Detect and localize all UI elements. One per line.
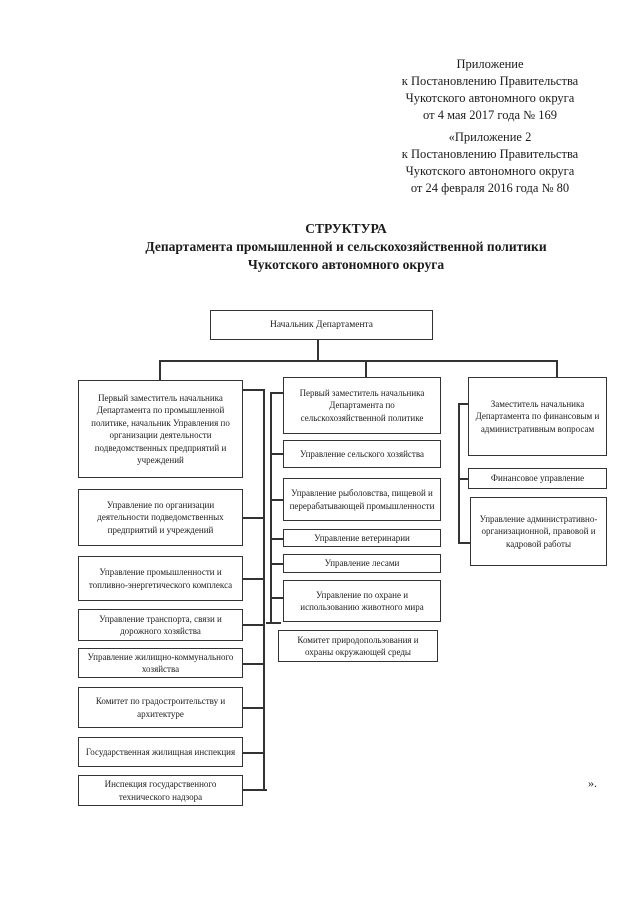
appendix-line: от 24 февраля 2016 года № 80	[410, 181, 570, 195]
box-administrative-legal-hr-department: Управление административно-организационн…	[470, 497, 607, 566]
appendix-line: Чукотского автономного округа	[405, 91, 575, 105]
connector-left-stub-8	[243, 789, 267, 791]
connector-right-stub-2	[458, 478, 469, 480]
appendix-line: к Постановлению Правительства	[401, 147, 579, 161]
connector-left-stub-4	[243, 624, 264, 626]
box-state-housing-inspection: Государственная жилищная инспекция	[78, 737, 243, 767]
box-department-head: Начальник Департамента	[210, 310, 433, 340]
box-transport-roads-department: Управление транспорта, связи и дорожного…	[78, 609, 243, 641]
box-subordinate-enterprises-department: Управление по организации деятельности п…	[78, 489, 243, 546]
connector-middle-stub-4	[270, 538, 284, 540]
connector-middle-spine-end	[266, 622, 281, 624]
box-deputy-finance-administrative: Заместитель начальника Департамента по ф…	[468, 377, 607, 456]
box-first-deputy-agricultural-policy: Первый заместитель начальника Департамен…	[283, 377, 441, 434]
box-first-deputy-industrial-policy: Первый заместитель начальника Департамен…	[78, 380, 243, 478]
box-forestry-department: Управление лесами	[283, 554, 441, 573]
box-fisheries-food-processing-department: Управление рыболовства, пищевой и перера…	[283, 478, 441, 521]
box-industry-fuel-energy-department: Управление промышленности и топливно-эне…	[78, 556, 243, 601]
connector-head-stem	[317, 340, 319, 361]
box-nature-management-committee: Комитет природопользования и охраны окру…	[278, 630, 438, 662]
page-title-line: СТРУКТУРА	[305, 221, 387, 236]
appendix-line: от 4 мая 2017 года № 169	[423, 108, 557, 122]
appendix-line: Приложение	[456, 57, 524, 71]
connector-right-stub-1	[458, 403, 469, 405]
appendix-line: Чукотского автономного округа	[405, 164, 575, 178]
connector-middle-stub-5	[270, 563, 284, 565]
box-veterinary-department: Управление ветеринарии	[283, 529, 441, 547]
page-title-line: Чукотского автономного округа	[247, 257, 445, 272]
connector-drop-middle	[365, 360, 367, 378]
connector-right-spine	[458, 403, 460, 544]
connector-left-stub-3	[243, 578, 264, 580]
connector-right-stub-3	[458, 542, 471, 544]
connector-left-stub-6	[243, 707, 264, 709]
connector-left-spine	[263, 389, 265, 791]
connector-middle-stub-3	[270, 499, 284, 501]
box-agriculture-department: Управление сельского хозяйства	[283, 440, 441, 468]
connector-left-stub-2	[243, 517, 264, 519]
box-wildlife-protection-department: Управление по охране и использованию жив…	[283, 580, 441, 622]
box-urban-planning-committee: Комитет по градостроительству и архитект…	[78, 687, 243, 728]
box-housing-communal-department: Управление жилищно-коммунального хозяйст…	[78, 648, 243, 678]
box-technical-supervision-inspection: Инспекция государственного технического …	[78, 775, 243, 806]
connector-middle-stub-6	[270, 597, 284, 599]
connector-middle-spine	[270, 392, 272, 623]
page-title-line: Департамента промышленной и сельскохозяй…	[145, 239, 547, 254]
connector-drop-right	[556, 360, 558, 378]
connector-left-stub-7	[243, 752, 264, 754]
connector-drop-left	[159, 360, 161, 381]
connector-left-stub-1	[243, 389, 264, 391]
appendix-reference-2016: «Приложение 2 к Постановлению Правительс…	[360, 129, 620, 197]
connector-middle-stub-1	[270, 392, 284, 394]
page-title: СТРУКТУРА Департамента промышленной и се…	[90, 220, 602, 274]
box-finance-department: Финансовое управление	[468, 468, 607, 489]
appendix-reference-2017: Приложение к Постановлению Правительства…	[360, 56, 620, 124]
closing-quote-mark: ».	[588, 776, 597, 790]
appendix-line: «Приложение 2	[448, 130, 532, 144]
connector-middle-stub-2	[270, 453, 284, 455]
connector-left-stub-5	[243, 663, 264, 665]
connector-top-rail	[159, 360, 557, 362]
appendix-line: к Постановлению Правительства	[401, 74, 579, 88]
